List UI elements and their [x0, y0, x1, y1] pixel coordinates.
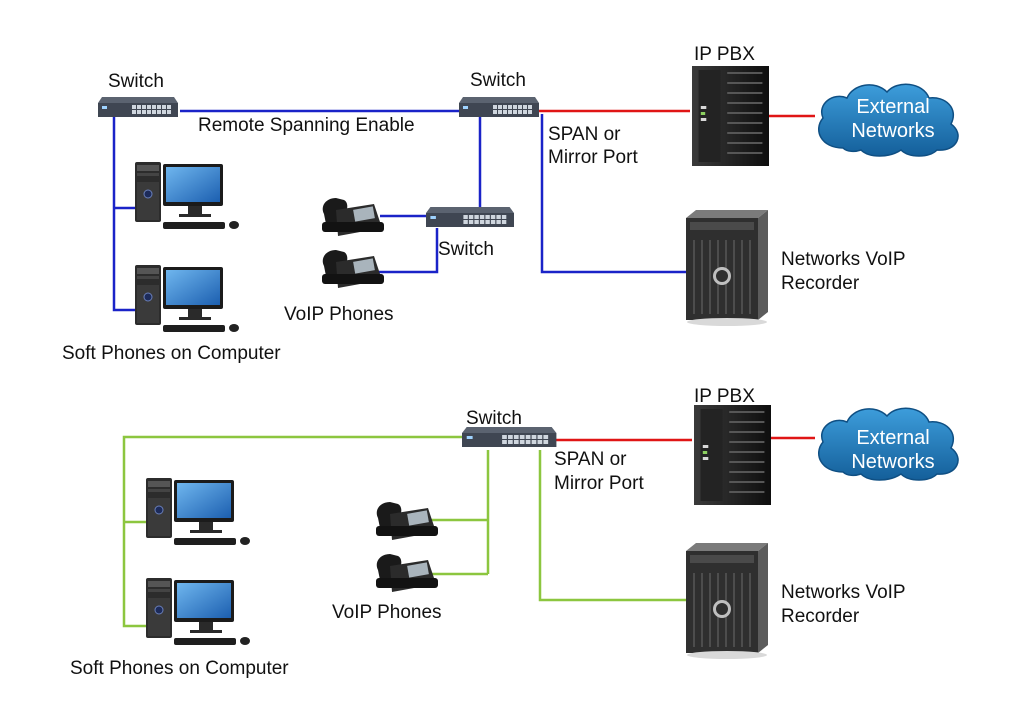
span-port-link	[538, 450, 690, 602]
ip-pbx-label: IP PBX	[694, 386, 755, 407]
top-diagram: Switch Switch Switch Remote Spanning Ena…	[62, 44, 959, 364]
switch-label: Switch	[466, 408, 522, 429]
remote-spanning-label: Remote Spanning Enable	[198, 115, 415, 136]
switch-center-label: Switch	[470, 70, 526, 91]
ip-pbx-server-icon	[692, 66, 769, 166]
phone-icon	[322, 198, 384, 236]
computer-icon	[134, 161, 240, 230]
cloud-label-line1: External	[856, 427, 929, 449]
voip-phones-label: VoIP Phones	[332, 602, 442, 623]
switch-center-icon	[459, 97, 539, 117]
computer-bus-link	[112, 116, 140, 312]
switch-left-label: Switch	[108, 71, 164, 92]
ip-pbx-server-icon	[694, 405, 771, 505]
soft-phones-label: Soft Phones on Computer	[70, 658, 289, 679]
span-label-line1: SPAN or	[554, 449, 627, 470]
recorder-label-line2: Recorder	[781, 273, 860, 294]
voip-phones-label: VoIP Phones	[284, 304, 394, 325]
span-port-link	[540, 114, 690, 274]
switch-small-icon	[426, 207, 514, 227]
computer-bus-link	[122, 435, 464, 628]
switch-small-label: Switch	[438, 239, 494, 260]
cloud-label-line2: Networks	[851, 451, 934, 473]
soft-phones-label: Soft Phones on Computer	[62, 343, 281, 364]
switch-icon	[462, 427, 557, 447]
recorder-server-icon	[685, 209, 769, 327]
phone-icon	[322, 250, 384, 288]
top-links	[112, 109, 815, 312]
phone-2-link	[378, 228, 439, 274]
bottom-diagram: Switch SPAN or Mirror Port IP PBX Extern…	[70, 386, 959, 679]
ip-pbx-label: IP PBX	[694, 44, 755, 65]
computer-icon	[134, 264, 240, 333]
computer-icon	[145, 477, 251, 546]
recorder-server-icon	[685, 542, 769, 660]
computer-icon	[145, 577, 251, 646]
cloud-label-line2: Networks	[851, 120, 934, 142]
bottom-links	[122, 435, 815, 628]
phone-icon	[376, 502, 438, 540]
recorder-label-line1: Networks VoIP	[781, 249, 906, 270]
span-label-line2: Mirror Port	[554, 473, 644, 494]
recorder-label-line1: Networks VoIP	[781, 582, 906, 603]
span-label-line2: Mirror Port	[548, 147, 638, 168]
cloud-label-line1: External	[856, 96, 929, 118]
recorder-label-line2: Recorder	[781, 606, 860, 627]
phone-icon	[376, 554, 438, 592]
span-label-line1: SPAN or	[548, 124, 621, 145]
switch-left-icon	[98, 97, 178, 117]
